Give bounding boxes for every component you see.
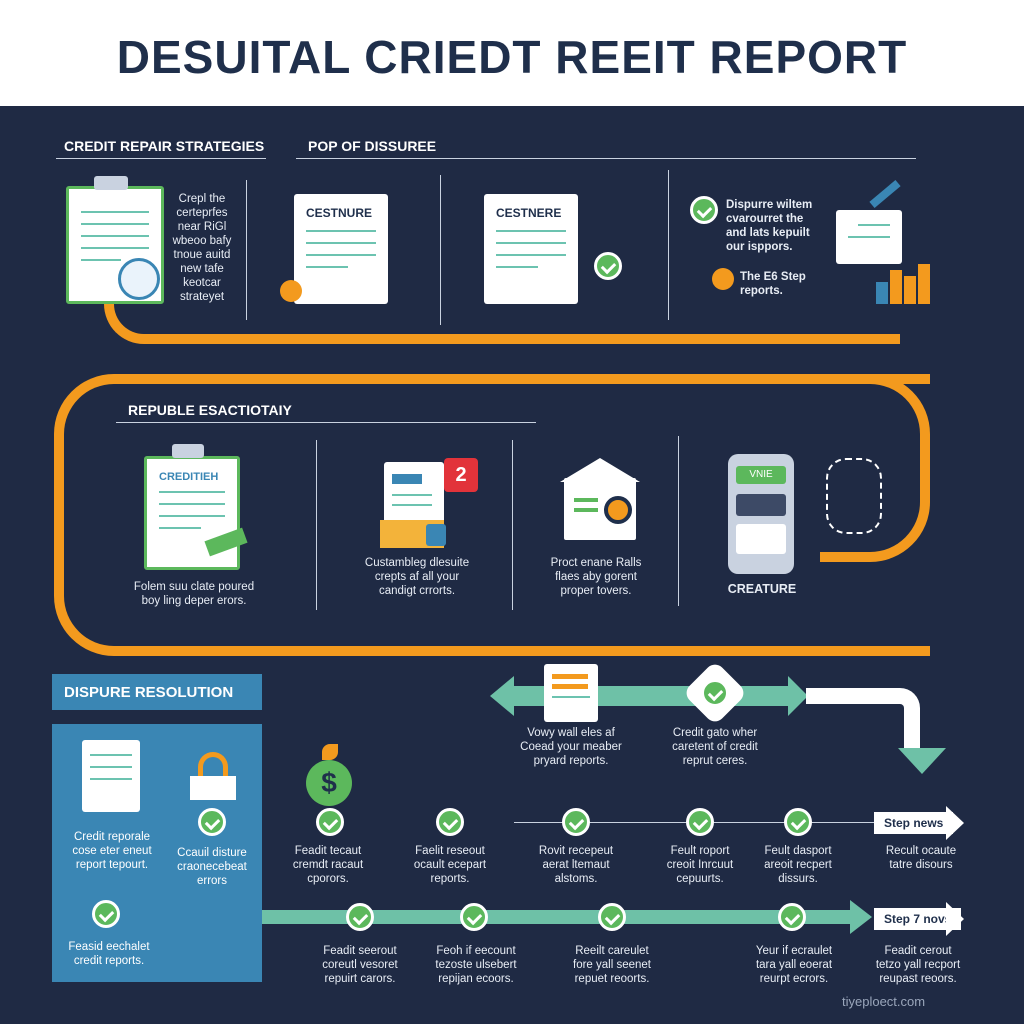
document-label: CESTNURE xyxy=(306,206,373,220)
row1-check-4 xyxy=(686,808,714,836)
arrow-left-head-icon xyxy=(490,676,514,716)
check-icon xyxy=(594,252,622,280)
notification-badge-icon: 2 xyxy=(444,458,478,492)
monitor-chart-icon xyxy=(836,210,902,264)
leaf-icon xyxy=(322,744,338,760)
flow-text1: Vowy wall eles af Coead your meaber prya… xyxy=(520,727,622,767)
house-search-icon xyxy=(564,478,636,540)
orange-track-middle xyxy=(54,374,930,656)
row1-text-4: Feult roport creoit Inrcuut cepuurts. xyxy=(666,845,734,885)
row2-text-4: Yeur if ecraulet tara yall eoerat reurpt… xyxy=(755,945,833,985)
step-tag-2-arrow-icon xyxy=(946,902,964,936)
row2-check-3 xyxy=(598,903,626,931)
envelope-icon xyxy=(190,776,236,800)
step-tag-1-arrow-icon xyxy=(946,806,964,840)
section2-heading: REPUBLE ESACTIOTAIY xyxy=(128,402,292,418)
panel-text1: Credit reporale cose eter eneut report t… xyxy=(72,831,152,871)
row1-text-1: Feadit tecaut cremdt racaut cporors. xyxy=(292,845,364,885)
section2-rule xyxy=(116,422,536,423)
clipboard-icon: CREDITIEH xyxy=(144,456,240,570)
page-title: DESUITAL CRIEDT REEIT REPORT xyxy=(116,31,908,83)
step1-text: Recult ocaute tatre disours xyxy=(885,845,957,871)
dollar-icon: $ xyxy=(306,760,352,806)
step2-text: Feadit cerout tetzo yall recport reupast… xyxy=(875,945,961,985)
section1-heading-right: POP OF DISSUREE xyxy=(308,138,437,154)
white-connector xyxy=(806,688,920,750)
arrow-down-head-icon xyxy=(898,748,946,774)
dispute-heading-bar: DISPURE RESOLUTION xyxy=(52,674,262,710)
row2-text-3: Reeilt careulet fore yall seenet repuet … xyxy=(573,945,651,985)
clipboard-clip-icon xyxy=(172,444,204,458)
header-banner: DESUITAL CRIEDT REEIT REPORT xyxy=(0,0,1024,106)
divider xyxy=(246,180,247,320)
section1-heading-left: CREDIT REPAIR STRATEGIES xyxy=(64,138,265,154)
row2-check-4 xyxy=(778,903,806,931)
orange-check-icon xyxy=(712,268,734,290)
pencil-icon xyxy=(280,280,302,302)
step-tag-2: Step 7 novs xyxy=(874,908,962,930)
section1-card1-text: Crepl the certeprfes near RiGl wbeoo baf… xyxy=(172,193,232,303)
row1-text-2: Faelit reseout ocault ecepart reports. xyxy=(413,845,487,885)
row2-check-2 xyxy=(460,903,488,931)
divider xyxy=(440,175,441,325)
refresh-arrow-icon xyxy=(198,752,228,776)
divider xyxy=(316,440,317,610)
section2-card1-text: Folem suu clate poured boy ling deper er… xyxy=(133,581,255,607)
orange-track-right-curve xyxy=(820,374,930,562)
envelope-text: Ccauil disture craonecebeat errors xyxy=(177,847,247,887)
document-icon: CESTNURE xyxy=(294,194,388,304)
phone-label: VNIE xyxy=(736,466,786,484)
divider xyxy=(512,440,513,610)
document-icon: CESTNERE xyxy=(484,194,578,304)
panel-text2: Feasid eechalet credit reports. xyxy=(68,941,150,967)
section2-card3-text: Proct enane Ralls flaes aby gorent prope… xyxy=(550,557,642,597)
section2-card2-text: Custambleg dlesuite crepts af all your c… xyxy=(364,557,470,597)
section2-card4-label: CREATURE xyxy=(727,582,797,596)
row2-text-1: Feadit seerout coreutl vesoret repuirt c… xyxy=(322,945,398,985)
watermark: tiyeploect.com xyxy=(842,994,926,1009)
row1-check-2 xyxy=(436,808,464,836)
row1-check-3 xyxy=(562,808,590,836)
section3-heading: DISPURE RESOLUTION xyxy=(64,684,234,701)
arrow-right-head-icon xyxy=(850,900,872,934)
document-icon xyxy=(82,740,140,812)
clipboard-clip-icon xyxy=(94,176,128,190)
orange-track-top xyxy=(104,300,900,344)
wrench-icon xyxy=(869,180,901,208)
row1-text-5: Feult dasport areoit recpert dissurs. xyxy=(764,845,832,885)
document-label: CESTNERE xyxy=(496,206,562,220)
row2-check-1 xyxy=(346,903,374,931)
divider xyxy=(668,170,669,320)
arrow-right-head-icon xyxy=(788,676,808,716)
report-icon xyxy=(544,664,598,722)
clipboard-label: CREDITIEH xyxy=(159,471,219,483)
check-icon xyxy=(690,196,718,224)
bar-chart-icon xyxy=(876,262,930,304)
robot-icon xyxy=(826,458,882,534)
check-icon xyxy=(92,900,120,928)
section1-card4-text2: The E6 Step reports. xyxy=(740,271,806,297)
flow-arrow-lower xyxy=(262,910,852,924)
row2-text-2: Feoh if eecount tezoste ulsebert repijan… xyxy=(435,945,517,985)
step-tag-1: Step news xyxy=(874,812,954,834)
section1-rule-right xyxy=(296,158,916,159)
row1-text-3: Rovit recepeut aerat ltemaut alstoms. xyxy=(538,845,614,885)
lock-icon xyxy=(426,524,446,546)
smartphone-icon: VNIE xyxy=(728,454,794,574)
divider xyxy=(678,436,679,606)
row1-check-5 xyxy=(784,808,812,836)
flow-text2: Credit gato wher caretent of credit repr… xyxy=(672,727,758,767)
row1-check-1 xyxy=(316,808,344,836)
section1-card4-text1: Dispurre wiltem cvarourret the and lats … xyxy=(726,199,813,253)
check-icon xyxy=(701,679,729,707)
house-roof-icon xyxy=(560,458,640,482)
section1-rule-left xyxy=(56,158,266,159)
avatar-icon xyxy=(118,258,160,300)
check-icon xyxy=(198,808,226,836)
